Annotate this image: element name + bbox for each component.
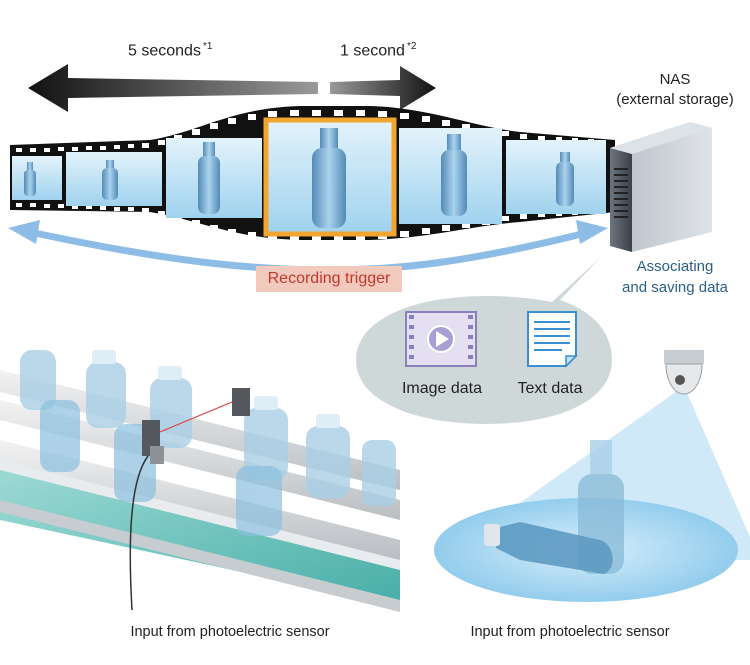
bottle-icon bbox=[312, 128, 346, 228]
film-strip bbox=[10, 106, 615, 240]
time-after-arrow bbox=[330, 66, 436, 110]
caption-left: Input from photoelectric sensor bbox=[130, 624, 330, 640]
associating-line-2: and saving data bbox=[622, 279, 728, 296]
nas-label: NAS (external storage) bbox=[600, 70, 750, 110]
bottle-icon bbox=[102, 160, 118, 200]
bottle-icon bbox=[24, 162, 36, 196]
time-before-text: 5 seconds bbox=[128, 42, 201, 60]
photoelectric-sensor-icon bbox=[129, 388, 250, 611]
dome-camera-icon bbox=[664, 350, 704, 395]
time-before-label: 5 seconds*1 bbox=[128, 41, 212, 60]
recording-trigger-badge: Recording trigger bbox=[256, 266, 402, 292]
text-data-label: Text data bbox=[517, 380, 583, 397]
nas-title: NAS bbox=[659, 71, 691, 88]
footnote-1: *1 bbox=[202, 41, 213, 52]
time-before-arrow bbox=[28, 64, 318, 112]
text-file-icon bbox=[527, 311, 578, 368]
fallen-bottle-icon bbox=[484, 522, 613, 574]
image-data-label: Image data bbox=[401, 380, 483, 397]
bottle-icon bbox=[198, 142, 220, 214]
time-after-text: 1 second bbox=[340, 42, 405, 60]
time-after-label: 1 second*2 bbox=[340, 41, 416, 60]
caption-right: Input from photoelectric sensor bbox=[470, 624, 670, 640]
video-file-icon bbox=[405, 311, 477, 367]
associating-line-1: Associating bbox=[636, 258, 714, 275]
film-frame bbox=[12, 156, 62, 200]
conveyor-scene bbox=[0, 350, 400, 612]
bottle-icon bbox=[441, 134, 467, 216]
footnote-2: *2 bbox=[406, 41, 417, 52]
bottle-icon bbox=[556, 152, 574, 206]
data-bubble bbox=[356, 258, 612, 424]
associating-label: Associating and saving data bbox=[600, 256, 750, 298]
nas-device-icon bbox=[610, 122, 712, 252]
camera-scene bbox=[434, 350, 750, 602]
nas-subtitle: (external storage) bbox=[616, 91, 734, 108]
